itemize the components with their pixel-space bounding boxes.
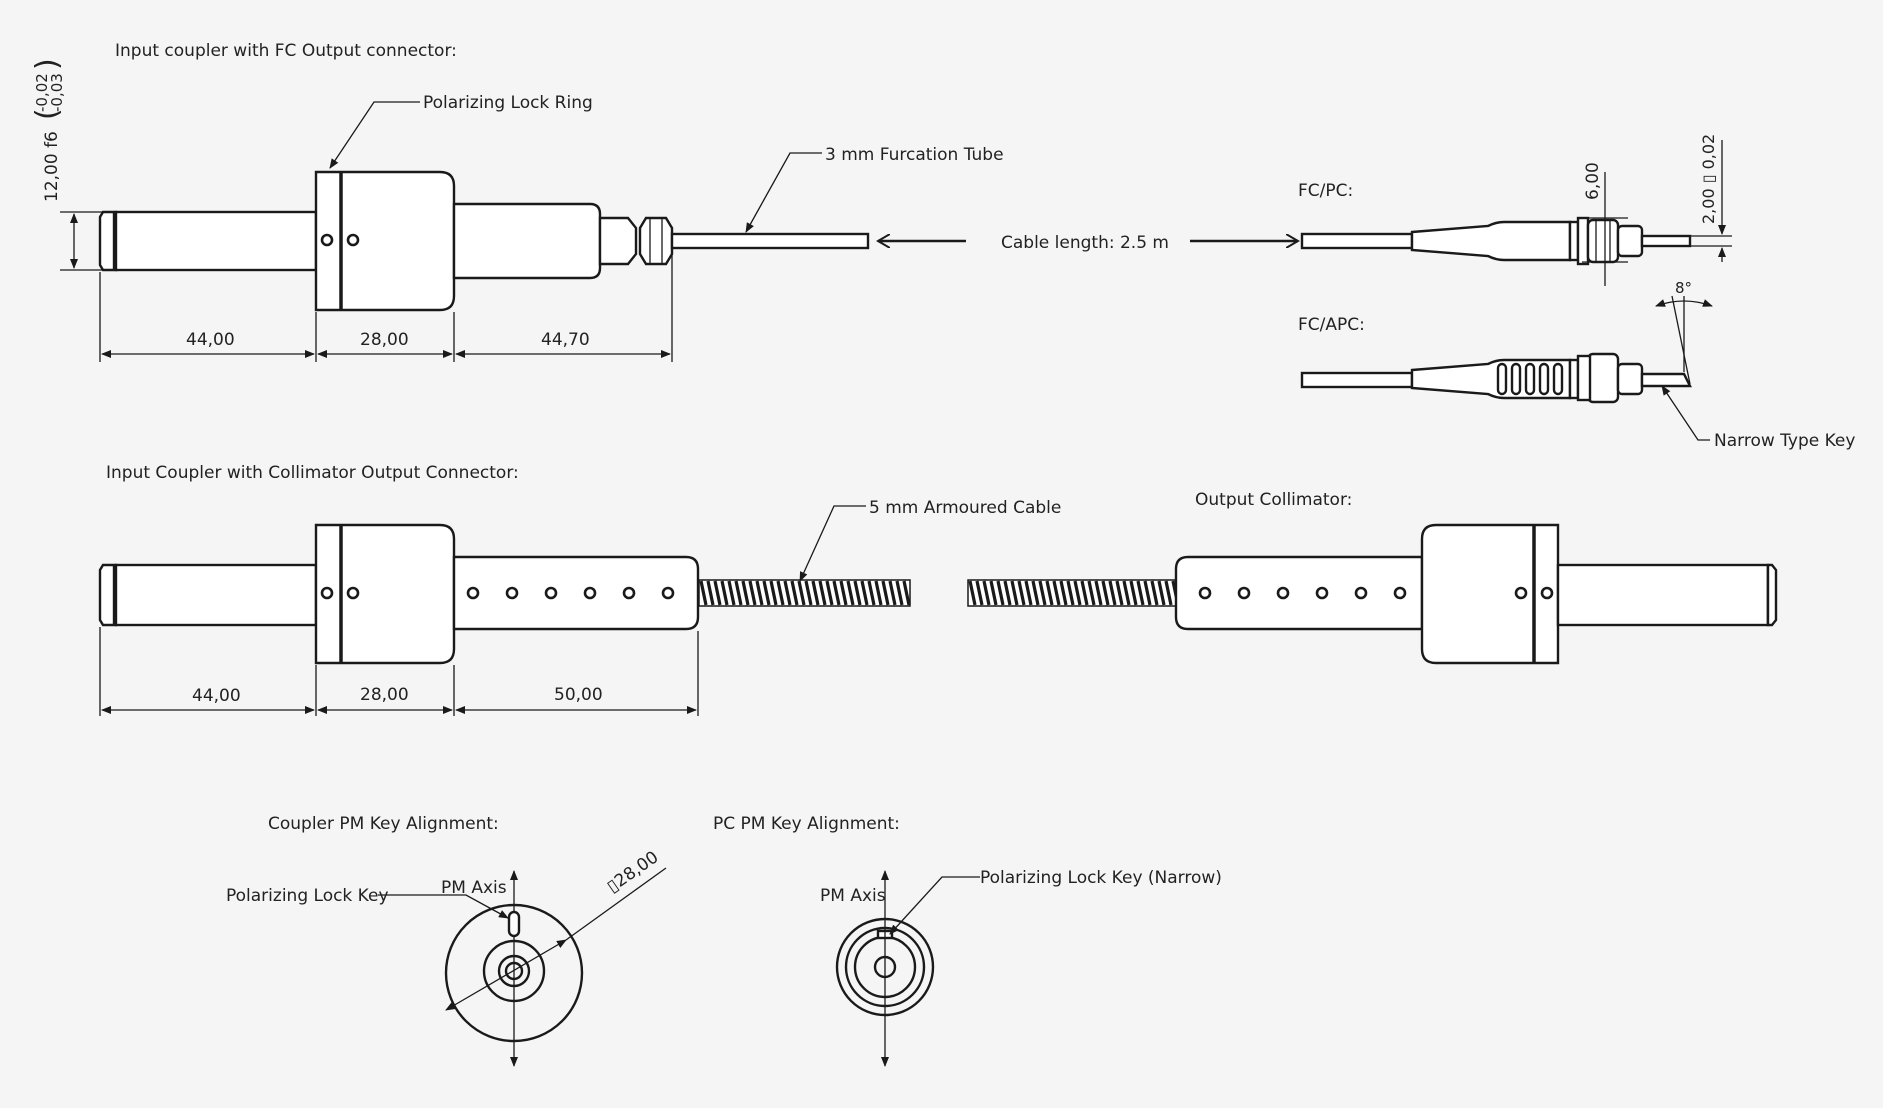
coupler-pm-axis-label: PM Axis	[441, 878, 507, 898]
diameter-paren-close: )	[30, 58, 65, 70]
col-dim-1: 44,00	[192, 686, 241, 706]
armoured-cable-left	[698, 579, 911, 607]
col-dim-3: 50,00	[554, 685, 603, 705]
fc-coupler-section: Input coupler with FC Output connector: …	[30, 41, 1298, 362]
output-collimator-body	[1174, 523, 1778, 665]
size-label: ▯28,00	[603, 847, 662, 897]
pc-key-title: PC PM Key Alignment:	[713, 814, 900, 834]
fc-dim-3: 44,70	[541, 330, 590, 350]
pc-pm-axis-label: PM Axis	[820, 886, 886, 906]
fcapc-connector: 8° Narrow Type Key	[1300, 279, 1855, 451]
diameter-paren: (	[30, 108, 65, 120]
fcpc-label: FC/PC:	[1298, 181, 1353, 201]
fcapc-label: FC/APC:	[1298, 315, 1365, 335]
armoured-cable-right	[967, 579, 1180, 607]
coupler-key-alignment: Coupler PM Key Alignment: ▯28,00 Polariz…	[226, 814, 667, 1067]
lock-ring-label: Polarizing Lock Ring	[423, 93, 593, 113]
armoured-cable-label: 5 mm Armoured Cable	[869, 498, 1061, 518]
collimator-dimension-chain: 44,00 28,00 50,00	[99, 627, 699, 716]
fc-dim-1: 44,00	[186, 330, 235, 350]
furcation-tube-label: 3 mm Furcation Tube	[825, 145, 1004, 165]
col-dim-2: 28,00	[360, 685, 409, 705]
fc-dimension-chain: 44,00 28,00 44,70	[99, 250, 673, 362]
pc-lock-key-label: Polarizing Lock Key (Narrow)	[980, 868, 1222, 888]
pc-key-alignment: PC PM Key Alignment: Polarizing Lock Key…	[713, 814, 1222, 1067]
collimator-section-title: Input Coupler with Collimator Output Con…	[106, 463, 519, 483]
output-collimator-title: Output Collimator:	[1195, 490, 1352, 510]
coupler-key-title: Coupler PM Key Alignment:	[268, 814, 499, 834]
key-dim-label: 2,00 ▯ 0,02	[1699, 134, 1718, 224]
fc-section-title: Input coupler with FC Output connector:	[115, 41, 457, 61]
coupler-lock-key-label: Polarizing Lock Key	[226, 886, 389, 906]
collimator-section: Input Coupler with Collimator Output Con…	[98, 463, 1778, 716]
input-coupler-body	[98, 523, 700, 665]
diameter-dimension: 12,00 f6 ( -0,02 -0,03 )	[30, 58, 112, 271]
diameter-tol-upper: -0,02	[33, 73, 51, 112]
cable-length-label: Cable length: 2.5 m	[1001, 233, 1169, 253]
angle-label: 8°	[1675, 279, 1692, 297]
fcpc-connector: 6,00 2,00 ▯ 0,02	[1300, 134, 1732, 286]
fc-coupler-body	[98, 170, 870, 312]
narrow-key-label: Narrow Type Key	[1714, 431, 1855, 451]
diameter-label: 12,00 f6	[42, 131, 62, 202]
fc-dim-2: 28,00	[360, 330, 409, 350]
diameter-tol-lower: -0,03	[48, 73, 66, 112]
connector-details: FC/PC: 6,00 2,00 ▯ 0,02 FC/APC:	[1298, 134, 1855, 451]
ferrule-dim-label: 6,00	[1583, 162, 1603, 200]
